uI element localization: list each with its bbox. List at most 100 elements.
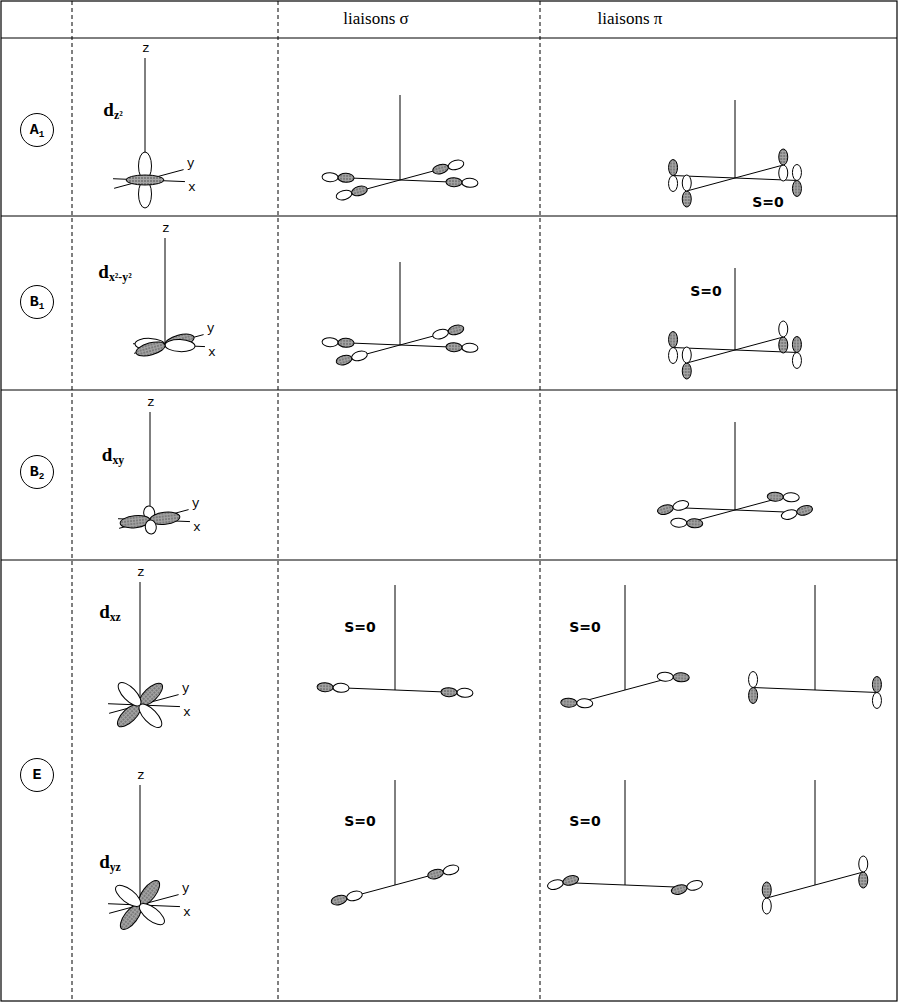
overlap-note: S=0: [752, 195, 784, 210]
overlap-note: S=0: [569, 620, 601, 635]
orbital-lobe: [338, 173, 354, 183]
orbital-lobe: [577, 699, 593, 709]
axis-line: [165, 238, 166, 345]
orbital-lobe: [441, 687, 457, 697]
orbital-lobe: [779, 165, 788, 181]
symmetry-circle: B2: [20, 455, 54, 489]
orbital-lobe: [779, 337, 788, 353]
orbital-lobe: [447, 158, 465, 171]
orbital-lobe: [762, 898, 771, 914]
symmetry-label: B1: [30, 295, 45, 310]
axis-line: [687, 165, 784, 191]
axis-line: [735, 268, 736, 350]
orbital-lobe: [762, 882, 771, 898]
axis-line: [625, 780, 626, 885]
axis-label: y: [187, 156, 195, 170]
orbital-lobe: [779, 321, 788, 337]
orbital-lobe: [669, 348, 678, 364]
orbital-lobe: [749, 672, 758, 688]
axis-label: z: [147, 396, 155, 410]
axis-label: y: [182, 881, 190, 895]
row-rule: [1, 216, 897, 217]
symmetry-label: B2: [30, 465, 45, 480]
orbital-lobe: [682, 175, 691, 191]
orbital-lobe: [134, 339, 166, 358]
axis-label: x: [183, 705, 191, 719]
overlap-note: S=0: [690, 284, 722, 299]
orbital-lobe: [330, 894, 348, 907]
axis-label: x: [193, 520, 201, 534]
column-rule: [72, 1, 73, 1001]
axis-line: [815, 780, 816, 885]
orbital-lobe: [317, 682, 333, 692]
orbital-name: dz²: [103, 100, 122, 121]
orbital-lobe: [872, 692, 881, 708]
orbital-lobe: [457, 688, 473, 698]
overlap-note: S=0: [344, 814, 376, 829]
orbital-lobe: [872, 676, 881, 692]
orbital-lobe: [859, 872, 868, 888]
orbital-lobe: [447, 323, 465, 336]
column-header: liaisons π: [598, 10, 663, 29]
axis-line: [563, 883, 687, 888]
overlap-note: S=0: [344, 620, 376, 635]
orbital-lobe: [672, 499, 690, 512]
orbital-lobe: [322, 337, 338, 347]
orbital-lobe: [333, 683, 349, 693]
column-rule: [540, 1, 541, 1001]
orbital-lobe: [792, 336, 801, 352]
axis-line: [140, 582, 141, 705]
orbital-lobe: [792, 180, 801, 196]
axis-label: y: [192, 496, 200, 510]
axis-line: [140, 785, 141, 905]
axis-line: [395, 585, 396, 690]
orbital-lobe: [671, 518, 687, 528]
axis-label: x: [208, 345, 216, 359]
orbital-lobe: [446, 177, 462, 187]
orbital-lobe: [432, 328, 450, 341]
orbital-lobe: [346, 889, 364, 902]
symmetry-label: A1: [30, 123, 45, 138]
axis-line: [753, 688, 877, 693]
axis-label: z: [137, 769, 145, 783]
orbital-lobe: [682, 191, 691, 207]
orbital-lobe: [338, 338, 354, 348]
orbital-lobe: [687, 519, 703, 529]
axis-line: [395, 780, 396, 885]
orbital-lobe: [792, 164, 801, 180]
orbital-lobe: [669, 160, 678, 176]
row-rule: [1, 390, 897, 391]
orbital-lobe: [670, 883, 688, 896]
axis-label: z: [137, 566, 145, 580]
symmetry-circle: E: [20, 758, 54, 792]
orbital-lobe: [112, 882, 144, 911]
orbital-lobe: [351, 184, 369, 197]
orbital-name: dxz: [99, 602, 121, 623]
orbital-lobe: [686, 879, 704, 892]
orbital-lobe: [859, 856, 868, 872]
orbital-lobe: [335, 189, 353, 202]
orbital-lobe: [562, 874, 580, 887]
orbital-name: dxy: [102, 445, 124, 466]
orbital-lobe: [673, 673, 689, 683]
orbital-lobe: [796, 504, 814, 517]
orbital-lobe: [335, 354, 353, 367]
orbital-lobe: [432, 163, 450, 176]
axis-line: [400, 95, 401, 180]
axis-label: y: [182, 681, 190, 695]
row-rule: [1, 560, 897, 561]
axis-label: x: [188, 180, 196, 194]
orbital-lobe: [749, 688, 758, 704]
column-header: liaisons σ: [343, 10, 408, 29]
orbital-lobe: [145, 519, 158, 534]
axis-line: [815, 585, 816, 690]
overlap-note: S=0: [569, 814, 601, 829]
orbital-lobe: [669, 176, 678, 192]
axis-line: [333, 688, 457, 693]
orbital-lobe: [657, 672, 673, 682]
orbital-lobe: [322, 172, 338, 182]
orbital-lobe: [561, 698, 577, 708]
axis-label: z: [162, 222, 170, 236]
orbital-lobe: [115, 679, 145, 710]
